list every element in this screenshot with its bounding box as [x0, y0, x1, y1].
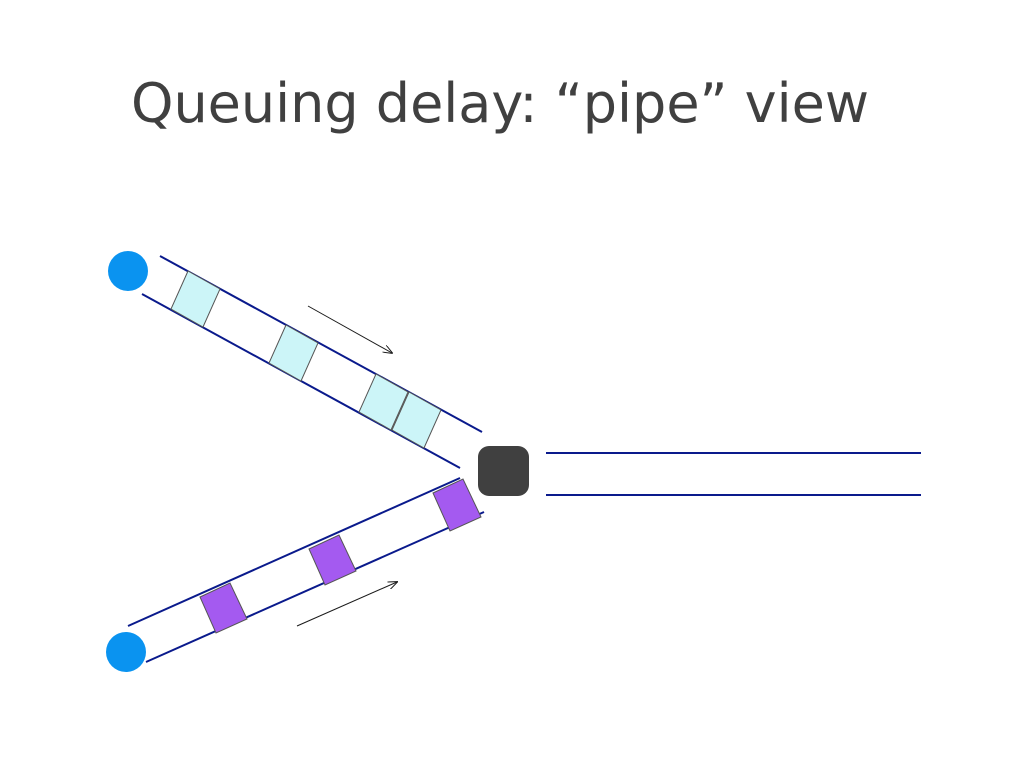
lower-flow-arrow	[296, 582, 397, 627]
source-node-bottom	[106, 632, 146, 672]
lower-packet	[308, 534, 357, 586]
lower-pipe-bottom-wall	[145, 511, 485, 663]
upper-packet	[170, 270, 221, 328]
source-node-top	[108, 251, 148, 291]
lower-packet	[432, 478, 482, 532]
lower-packet	[199, 582, 248, 634]
upper-packet	[268, 324, 319, 382]
output-pipe	[546, 452, 921, 496]
upper-flow-arrow	[307, 305, 392, 353]
upper-packet	[358, 373, 409, 431]
lower-input-pipe	[127, 477, 485, 663]
router-node	[478, 446, 529, 496]
upper-packet	[391, 391, 442, 449]
lower-pipe-top-wall	[127, 477, 461, 627]
slide-title: Queuing delay: “pipe” view	[130, 72, 870, 135]
upper-input-pipe	[141, 255, 483, 469]
